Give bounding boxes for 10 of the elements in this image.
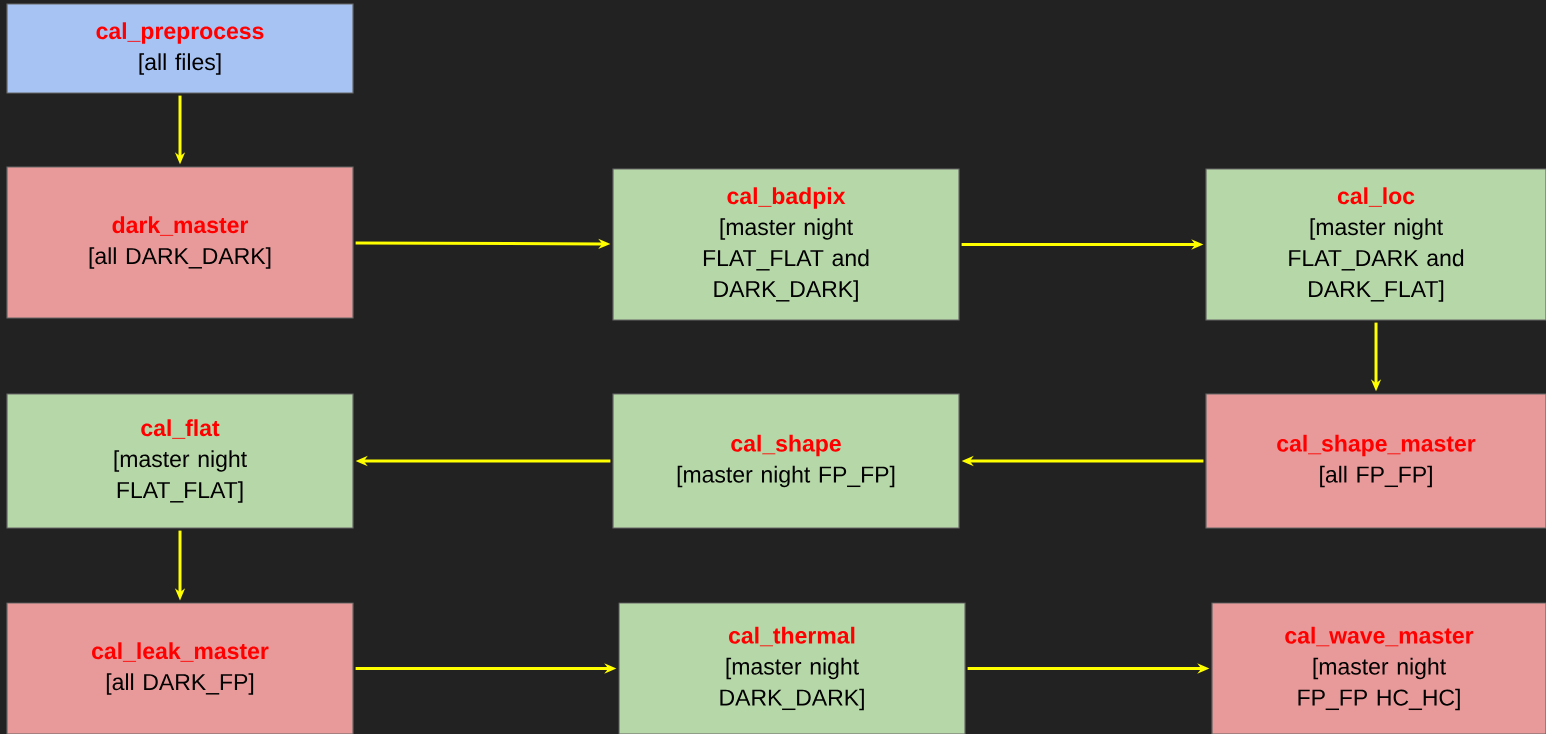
process-box: cal_thermal [master night DARK_DARK] [618,602,966,734]
process-box: cal_leak_master [all DARK_FP] [6,602,354,734]
process-box: cal_loc [master night FLAT_DARK and DARK_FLAT] [1205,168,1546,321]
process-box: cal_flat [master night FLAT_FLAT] [6,393,354,529]
process-box: cal_wave_master [master night FP_FP HC_HC] [1211,602,1546,734]
process-box: cal_shape [master night FP_FP] [612,393,960,529]
process-box: dark_master [all DARK_DARK] [6,166,354,319]
process-box: cal_shape_master [all FP_FP] [1205,393,1546,529]
process-box: cal_preprocess [all files] [6,3,354,94]
process-box: cal_badpix [master night FLAT_FLAT and DARK_DARK] [612,168,960,321]
